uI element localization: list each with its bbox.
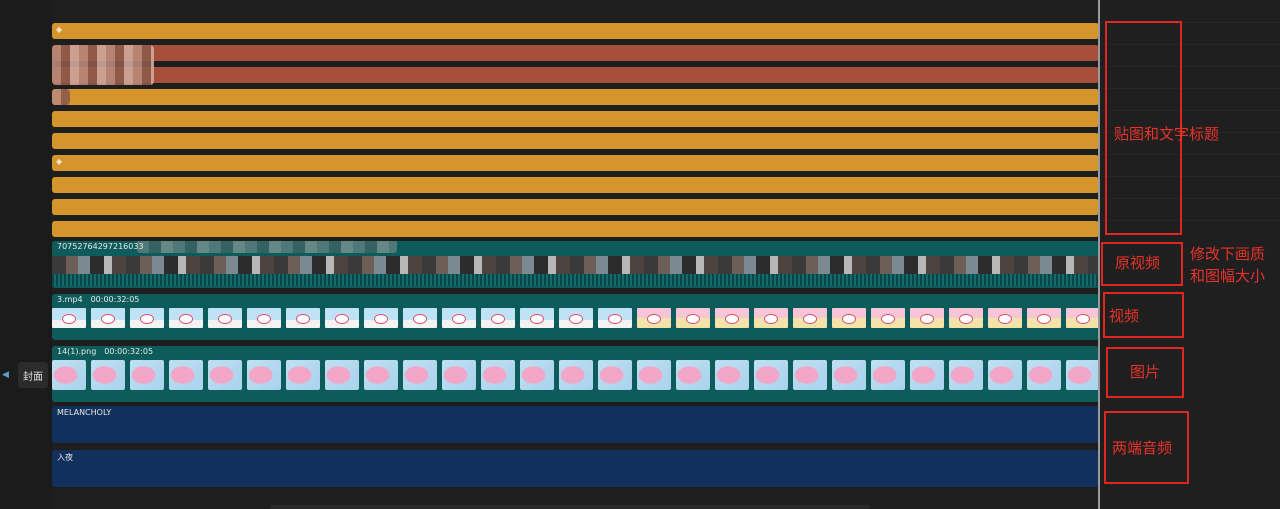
annotation-image: 图片	[1130, 363, 1161, 381]
annotation-box-image	[1106, 347, 1184, 398]
video-clip[interactable]: 3.mp4 00:00:32:05	[52, 294, 1099, 340]
horizontal-scrollbar[interactable]	[270, 505, 870, 509]
cover-button[interactable]: 封面	[18, 362, 48, 388]
text-title-clip[interactable]	[52, 45, 1099, 61]
image-clip-label: 14(1).png 00:00:32:05	[57, 347, 153, 356]
audio-clip[interactable]: MELANCHOLY	[52, 406, 1099, 443]
original-video-label: 70752764297216033	[57, 242, 144, 251]
image-clip[interactable]: 14(1).png 00:00:32:05	[52, 346, 1099, 402]
video-duration: 00:00:32:05	[90, 295, 140, 304]
annotation-original-video: 原视频	[1115, 254, 1161, 272]
annotation-box-stickers	[1105, 21, 1182, 235]
pixelated-thumbnail	[52, 89, 70, 105]
annotation-video: 视频	[1109, 307, 1140, 325]
annotation-quality-note-2: 和图幅大小	[1190, 267, 1266, 285]
video-frames	[52, 308, 1099, 328]
original-video-frames	[52, 256, 1099, 274]
track-header-gutter	[0, 0, 52, 509]
sticker-clip[interactable]	[52, 199, 1099, 215]
pixelated-filename	[137, 241, 397, 253]
playhead[interactable]	[1098, 0, 1100, 509]
sticker-clip[interactable]: ◆	[52, 155, 1099, 171]
text-title-clip[interactable]	[52, 67, 1099, 83]
audio-clip[interactable]: 入夜	[52, 450, 1099, 487]
clip-marker: ◆	[56, 157, 63, 166]
pixelated-thumbnail	[52, 45, 154, 85]
sticker-clip[interactable]	[52, 177, 1099, 193]
annotation-stickers-titles: 贴图和文字标题	[1114, 125, 1220, 143]
annotation-box-audio	[1104, 411, 1189, 484]
sticker-clip[interactable]	[52, 221, 1099, 237]
original-video-clip[interactable]: 70752764297216033	[52, 241, 1099, 288]
video-filename: 3.mp4	[57, 295, 83, 304]
sticker-clip[interactable]	[52, 111, 1099, 127]
annotation-box-video	[1103, 292, 1184, 338]
original-video-waveform	[52, 274, 1099, 286]
annotation-audio: 两端音频	[1112, 439, 1173, 457]
sticker-clip[interactable]	[52, 133, 1099, 149]
clip-marker: ◆	[56, 25, 63, 34]
annotation-quality-note-1: 修改下画质	[1190, 245, 1266, 263]
audio-clip-label: MELANCHOLY	[57, 408, 112, 417]
speaker-icon[interactable]: ◀	[2, 370, 9, 380]
image-frames	[52, 360, 1099, 390]
video-clip-label: 3.mp4 00:00:32:05	[57, 295, 139, 304]
annotation-box-original-video	[1101, 242, 1183, 286]
image-filename: 14(1).png	[57, 347, 97, 356]
sticker-clip[interactable]: ◆	[52, 23, 1099, 39]
image-duration: 00:00:32:05	[104, 347, 154, 356]
audio-clip-label: 入夜	[57, 453, 73, 462]
timeline-empty-area	[1099, 0, 1280, 509]
sticker-clip[interactable]	[52, 89, 1099, 105]
